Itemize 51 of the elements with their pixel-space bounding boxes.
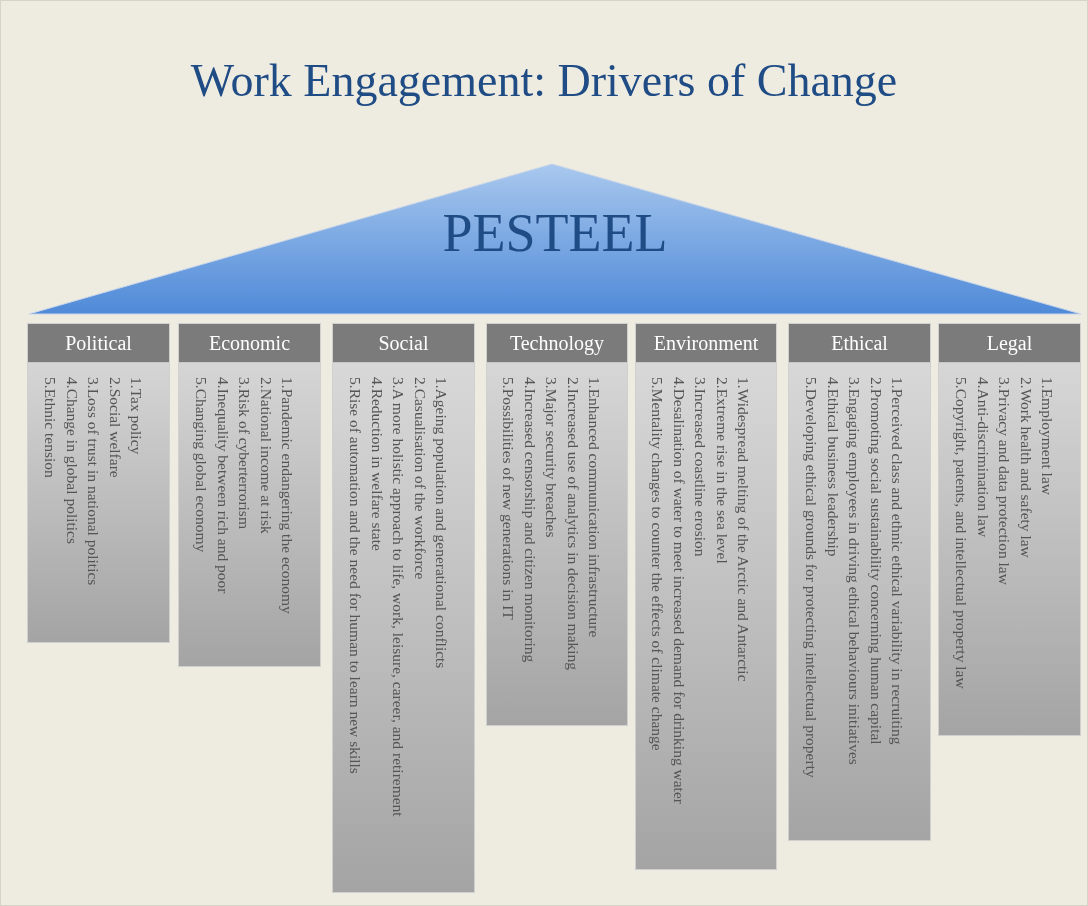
- list-item: 3.Privacy and data protection law: [995, 377, 1014, 587]
- column-header: Legal: [939, 324, 1080, 363]
- list-item: 3.A more holistic approach to life, work, leisure, career, and retirement: [389, 377, 408, 817]
- category-column: [635, 323, 777, 870]
- list-item: 2.Promoting social sustainability concerning human capital: [866, 377, 886, 747]
- list-item: 5.Ethnic tension: [41, 377, 60, 480]
- roof-label: PESTEEL: [442, 202, 668, 265]
- column-header: Political: [28, 324, 169, 363]
- list-item: 5.Copyright, patents, and intellectual property law: [952, 377, 971, 689]
- list-item: 5.Changing global economy: [192, 377, 211, 555]
- list-item: 3.Loss of trust in national politics: [84, 377, 103, 586]
- list-item: 2.National income at risk: [256, 377, 276, 536]
- column-header: Ethical: [789, 324, 930, 363]
- list-item: 5.Rise of automation and the need for human to learn new skills: [346, 377, 365, 776]
- diagram-title: Work Engagement: Drivers of Change: [190, 54, 898, 108]
- list-item: 1.Tax policy: [127, 377, 146, 457]
- list-item: 1.Widespread melting of the Arctic and Antarctic: [734, 377, 753, 684]
- list-item: 4.Increased censorship and citizen monitoring: [520, 377, 540, 665]
- list-item: 4.Anti-discrimination law: [973, 377, 993, 540]
- category-column: [788, 323, 931, 841]
- list-item: 4.Change in global politics: [62, 377, 82, 547]
- category-column: [27, 323, 170, 643]
- category-column: [178, 323, 321, 667]
- list-item: 2.Casualisation of the workforce: [410, 377, 430, 582]
- list-item: 3.Increased coastline erosion: [691, 377, 710, 559]
- list-item: 4.Ethical business leadership: [823, 377, 843, 559]
- list-item: 1.Employment law: [1038, 377, 1057, 497]
- column-header: Environment: [636, 324, 776, 363]
- list-item: 1.Pandemic endangering the economy: [278, 377, 297, 614]
- column-header: Social: [333, 324, 474, 363]
- category-column: [938, 323, 1081, 736]
- category-column: [332, 323, 475, 893]
- list-item: 4.Inequality between rich and poor: [213, 377, 233, 596]
- list-item: 3.Engaging employees in driving ethical behaviours initiatives: [845, 377, 864, 767]
- list-item: 5.Possibilities of new generations in IT: [499, 377, 518, 622]
- list-item: 4.Reduction in welfare state: [367, 377, 387, 553]
- list-item: 2.Work health and safety law: [1016, 377, 1036, 560]
- list-item: 4.Desalination of water to meet increased demand for drinking water: [669, 377, 689, 804]
- column-header: Economic: [179, 324, 320, 363]
- list-item: 1.Ageing population and generational conflicts: [432, 377, 451, 671]
- list-item: 5.Developing ethical grounds for protecting intellectual property: [802, 377, 821, 778]
- column-header: Technology: [487, 324, 627, 363]
- list-item: 3.Major security breaches: [542, 377, 561, 540]
- list-item: 2.Extreme rise in the sea level: [712, 377, 732, 566]
- list-item: 2.Social welfare: [105, 377, 125, 480]
- list-item: 1.Enhanced communication infrastructure: [585, 377, 604, 640]
- list-item: 1.Perceived class and ethnic ethical variability in recruiting: [888, 377, 907, 747]
- list-item: 5.Mentality changes to counter the effects of climate change: [648, 377, 667, 753]
- list-item: 2.Increased use of analytics in decision making: [563, 377, 583, 671]
- list-item: 3.Risk of cyberterrorism: [235, 377, 254, 531]
- category-column: [486, 323, 628, 726]
